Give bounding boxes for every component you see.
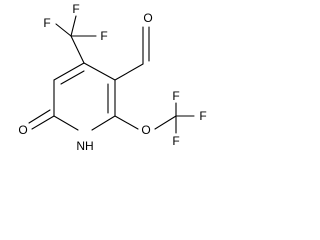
atom-labels: F F F O O NH O F F F	[18, 2, 206, 153]
atom-o-ether: O	[141, 123, 150, 137]
bond-c4-c3	[83, 62, 116, 81]
bond-n-c6	[53, 115, 79, 131]
bond-c2-o-ether	[114, 115, 139, 130]
atom-o-keto: O	[18, 123, 27, 137]
bond-c3-cho	[114, 63, 144, 81]
bond-c-f-top-mid	[70, 15, 77, 37]
atom-f-top-mid: F	[72, 2, 79, 16]
atom-f-right-top: F	[172, 89, 179, 103]
atom-f-top-left: F	[43, 16, 50, 30]
bond-c6-o-keto-b	[28, 109, 51, 124]
atom-f-right-bot: F	[172, 134, 179, 148]
atom-f-top-right: F	[100, 29, 107, 43]
bonds	[28, 15, 195, 134]
molecule-diagram: F F F O O NH O F F F	[18, 2, 206, 153]
bond-c5-c4-outer	[53, 62, 85, 81]
atom-nh: NH	[76, 139, 93, 153]
bond-c2-n	[91, 115, 116, 131]
atom-o-aldehyde: O	[143, 11, 152, 25]
bond-o-ether-cf3	[154, 115, 177, 130]
bond-c5-c4-inner	[60, 70, 85, 85]
atom-f-right-mid: F	[199, 109, 206, 123]
bond-c-f-top-left	[55, 23, 72, 37]
bond-cf3-ring	[70, 35, 85, 64]
bond-c6-o-keto-a	[31, 115, 55, 130]
